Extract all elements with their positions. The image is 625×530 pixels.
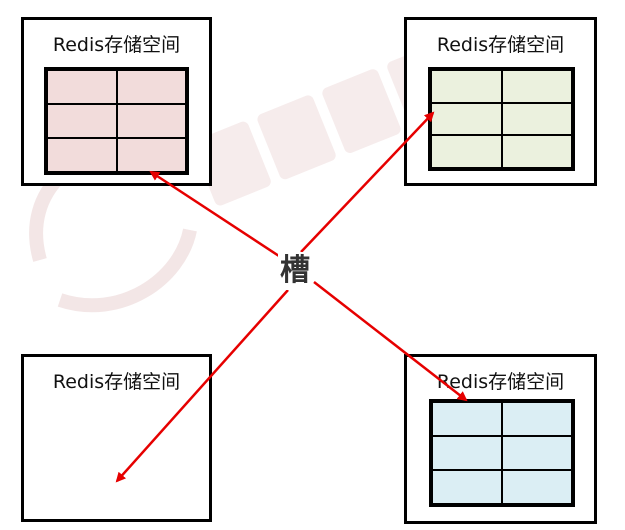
node-title: Redis存储空间 bbox=[52, 34, 181, 56]
slot-cell bbox=[502, 402, 572, 436]
slot-cell bbox=[432, 402, 502, 436]
slot-cell bbox=[431, 135, 502, 168]
slot-cell bbox=[116, 70, 186, 104]
slot-cell bbox=[47, 70, 117, 104]
slot-cell bbox=[431, 102, 502, 136]
arrow-to-top-left bbox=[149, 170, 283, 260]
slot-cell bbox=[502, 470, 572, 504]
arrow-to-bottom-left bbox=[115, 289, 289, 483]
slot-cell bbox=[116, 104, 186, 138]
node-title: Redis存储空间 bbox=[436, 371, 565, 393]
slot-cell bbox=[501, 102, 572, 136]
slot-grid bbox=[429, 399, 575, 507]
slot-grid bbox=[428, 67, 575, 171]
arrow-to-bottom-right bbox=[313, 281, 468, 402]
slot-cell bbox=[47, 104, 117, 138]
slot-grid bbox=[44, 67, 189, 175]
slot-cell bbox=[432, 436, 502, 470]
redis-node-top-left: Redis存储空间 bbox=[21, 17, 212, 186]
slot-cell bbox=[431, 70, 502, 103]
slot-cell bbox=[501, 135, 572, 168]
redis-node-top-right: Redis存储空间 bbox=[404, 17, 597, 186]
slot-cell bbox=[501, 70, 572, 103]
node-title: Redis存储空间 bbox=[436, 34, 565, 56]
slot-label: 槽 bbox=[278, 252, 312, 290]
arrow-to-top-right bbox=[300, 111, 435, 253]
redis-node-bottom-right: Redis存储空间 bbox=[404, 354, 597, 524]
slot-cell bbox=[47, 138, 117, 172]
redis-node-bottom-left: Redis存储空间 bbox=[21, 354, 212, 522]
node-title: Redis存储空间 bbox=[52, 371, 181, 393]
slot-cell bbox=[432, 470, 502, 504]
slot-cell bbox=[502, 436, 572, 470]
slot-cell bbox=[116, 138, 186, 172]
